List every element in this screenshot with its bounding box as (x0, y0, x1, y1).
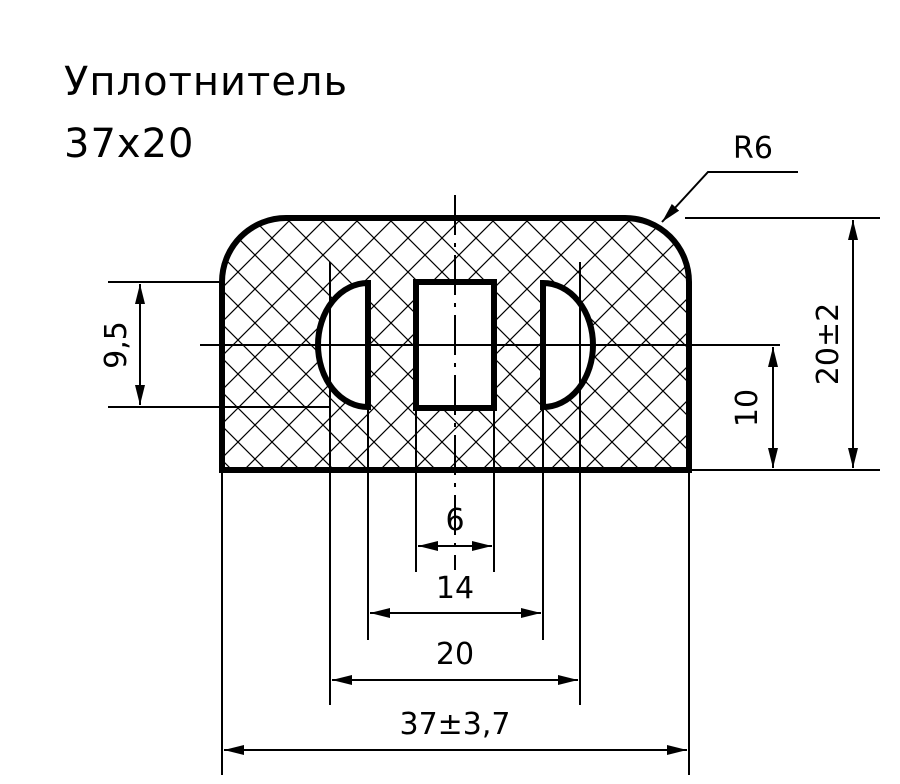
drawing-title: Уплотнитель (64, 59, 349, 105)
drawing-subtitle: 37x20 (64, 121, 195, 167)
radius-label: R6 (733, 131, 773, 166)
right-hole (540, 279, 596, 411)
hole-centers-label: 20 (436, 637, 474, 672)
seal-outline (219, 215, 692, 473)
seal-section (222, 218, 689, 470)
inner-span-label: 14 (436, 571, 474, 606)
left-hole (315, 279, 371, 411)
axis-height-label: 10 (730, 389, 765, 427)
overall-width-label: 37±3,7 (399, 707, 510, 742)
hole-height-label: 9,5 (99, 321, 134, 369)
radius-leader (661, 171, 798, 223)
slot-width-label: 6 (445, 503, 464, 538)
total-height-label: 20±2 (811, 303, 846, 385)
